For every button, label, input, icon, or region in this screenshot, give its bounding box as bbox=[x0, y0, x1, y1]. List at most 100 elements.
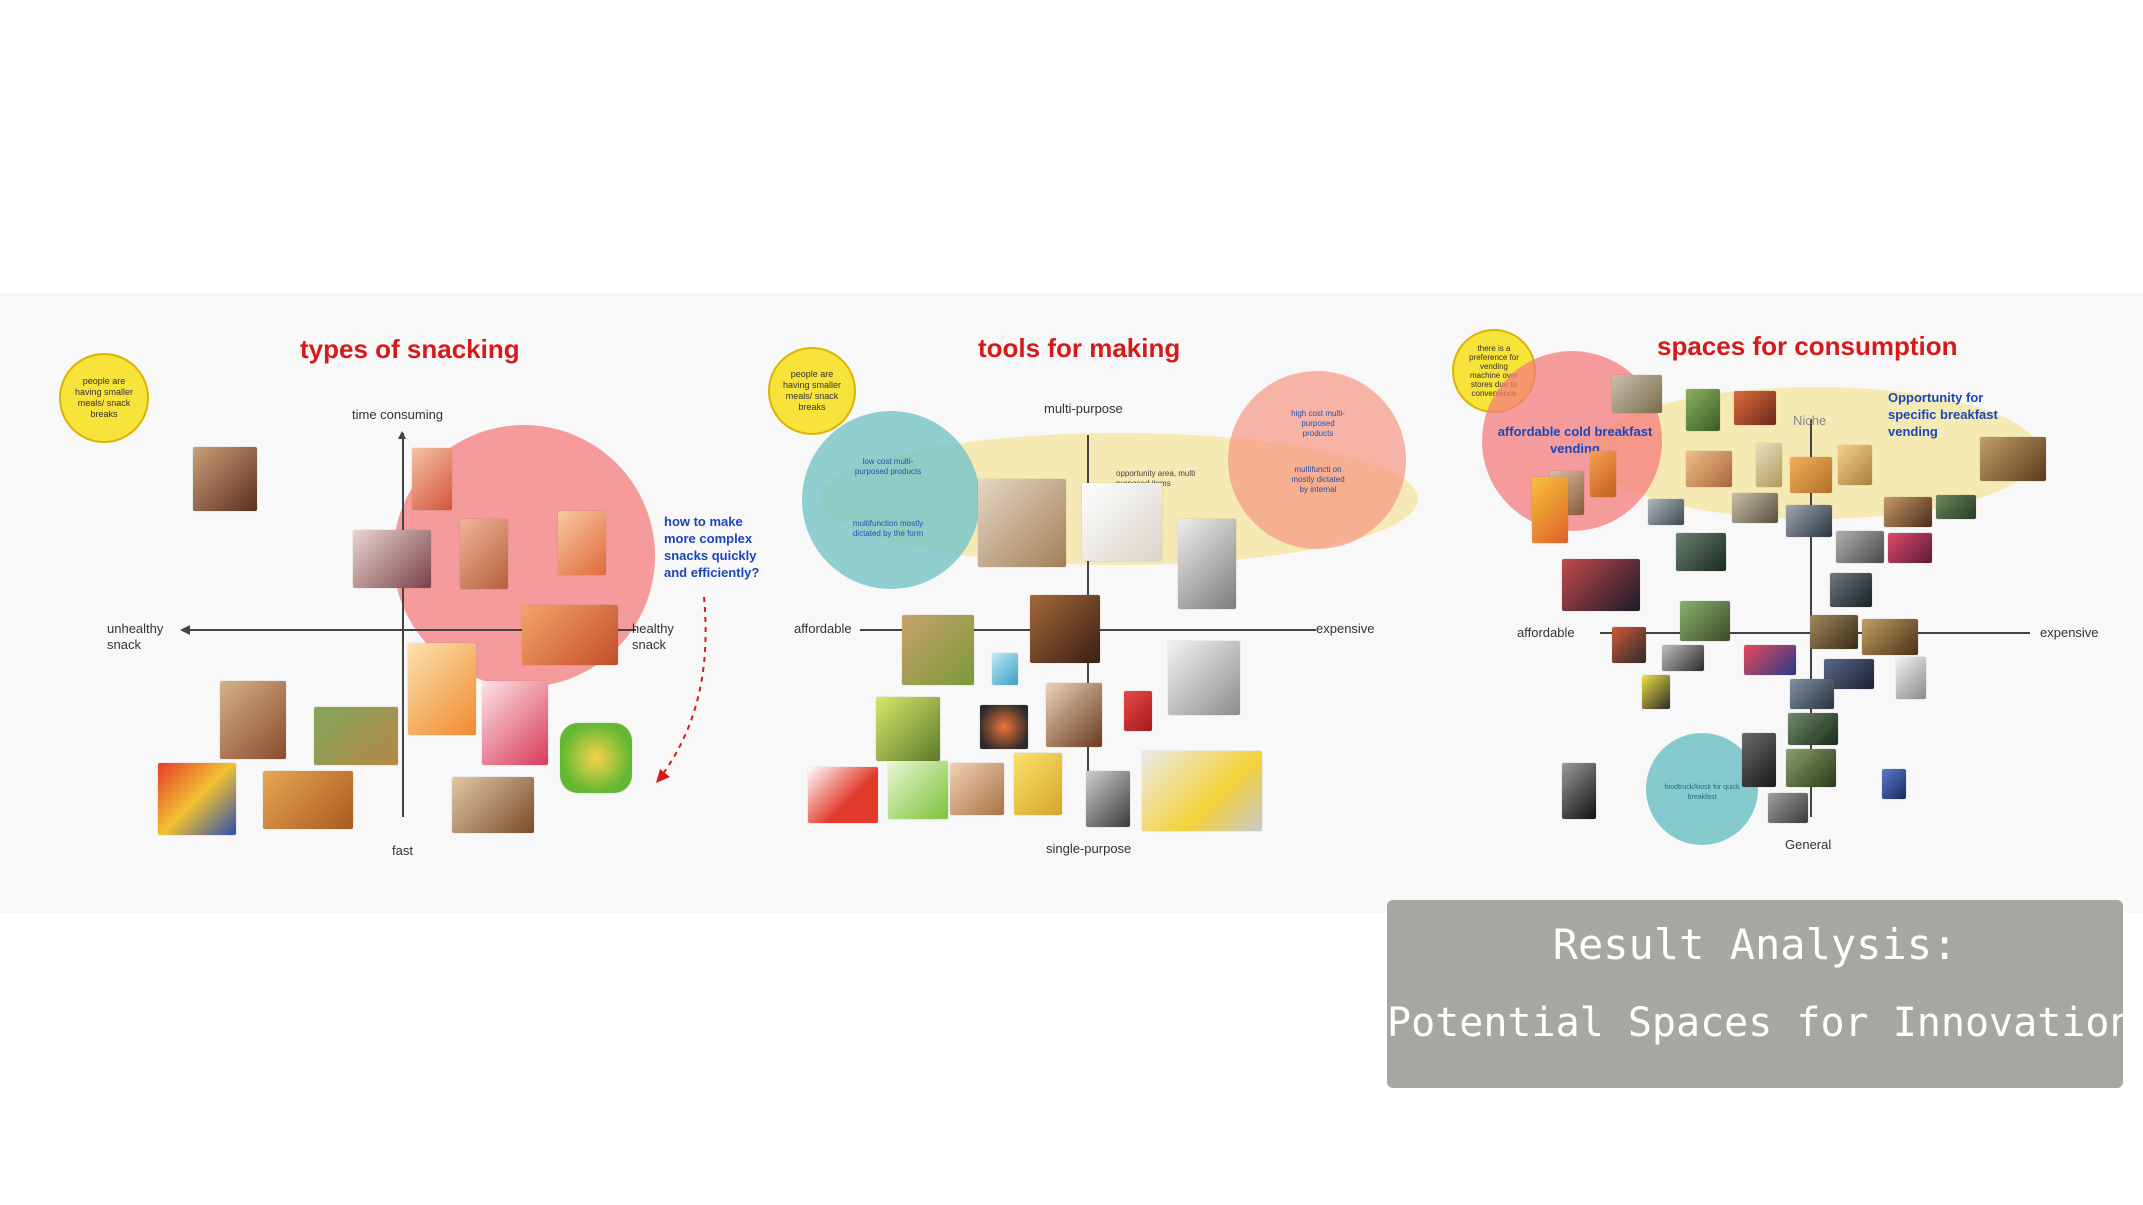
axis-label-left: affordable bbox=[794, 621, 852, 636]
axis-label-left: unhealthy snack bbox=[107, 621, 164, 652]
high-cost-multi-purpose-area bbox=[1228, 371, 1406, 549]
tool-photo bbox=[1086, 771, 1130, 827]
space-photo bbox=[1830, 573, 1872, 607]
tool-photo bbox=[1014, 753, 1062, 815]
space-photo bbox=[1980, 437, 2046, 481]
panel-tools-for-making: tools for making people are having small… bbox=[760, 293, 1440, 913]
panel-title: spaces for consumption bbox=[1657, 331, 1958, 361]
space-photo bbox=[1790, 457, 1832, 493]
space-photo bbox=[1786, 749, 1836, 787]
tool-photo bbox=[950, 763, 1004, 815]
space-photo bbox=[1882, 769, 1906, 799]
high-cost-detail: multifuncti on mostly dictated by intern… bbox=[1291, 465, 1345, 494]
snack-photo bbox=[314, 707, 398, 765]
tool-photo bbox=[876, 697, 940, 761]
result-subtitle: Potential Spaces for Innovation bbox=[1387, 1000, 2134, 1046]
opportunity-label: Opportunity for specific breakfast vendi… bbox=[1888, 390, 1998, 439]
snack-photo bbox=[558, 511, 606, 575]
snack-photo bbox=[452, 777, 534, 833]
space-photo bbox=[1768, 793, 1808, 823]
tool-photo bbox=[992, 653, 1018, 685]
space-photo bbox=[1786, 505, 1832, 537]
snack-photo bbox=[482, 681, 548, 765]
low-cost-detail: multifunction mostly dictated by the for… bbox=[852, 519, 924, 538]
panel-types-of-snacking: types of snacking people are having smal… bbox=[0, 293, 780, 913]
question-label: how to make more complex snacks quickly … bbox=[664, 514, 760, 580]
snack-photo bbox=[560, 723, 632, 793]
space-photo bbox=[1680, 601, 1730, 641]
tool-photo bbox=[1030, 595, 1100, 663]
vertical-axis bbox=[402, 433, 404, 817]
axis-label-right: expensive bbox=[1316, 621, 1375, 636]
space-photo bbox=[1734, 391, 1776, 425]
space-photo bbox=[1562, 763, 1596, 819]
high-cost-label: high cost multi-purposed products bbox=[1291, 409, 1345, 438]
panel-spaces-for-consumption: spaces for consumption there is a prefer… bbox=[1440, 293, 2140, 913]
tool-photo bbox=[808, 767, 878, 823]
axis-label-top: Niche bbox=[1793, 413, 1827, 428]
sticky-note: people are having smaller meals/ snack b… bbox=[768, 347, 856, 435]
space-photo bbox=[1790, 679, 1834, 709]
space-photo bbox=[1744, 645, 1796, 675]
axis-label-bottom: fast bbox=[392, 843, 413, 858]
space-photo bbox=[1888, 533, 1932, 563]
space-photo bbox=[1742, 733, 1776, 787]
panel-title: tools for making bbox=[978, 333, 1181, 363]
snack-photo bbox=[522, 605, 618, 665]
tool-photo bbox=[902, 615, 974, 685]
axis-label-bottom: General bbox=[1785, 837, 1832, 852]
axis-label-top: multi-purpose bbox=[1044, 401, 1123, 416]
space-photo bbox=[1612, 627, 1646, 663]
space-photo bbox=[1662, 645, 1704, 671]
space-photo bbox=[1562, 559, 1640, 611]
axis-arrows bbox=[180, 431, 406, 635]
snack-photo bbox=[460, 519, 508, 589]
space-photo bbox=[1884, 497, 1932, 527]
dashed-arrow bbox=[656, 596, 707, 783]
quick-breakfast-area bbox=[1646, 733, 1758, 845]
axis-label-top: time consuming bbox=[352, 407, 444, 422]
space-photo bbox=[1648, 499, 1684, 525]
space-photo bbox=[1936, 495, 1976, 519]
axis-label-left: affordable bbox=[1517, 625, 1575, 640]
tool-photo bbox=[1178, 519, 1236, 609]
space-photo bbox=[1836, 531, 1884, 563]
snack-photo bbox=[263, 771, 353, 829]
axis-label-right: healthy snack bbox=[632, 621, 674, 652]
affordable-breakfast-label: affordable cold breakfast vending bbox=[1497, 424, 1653, 456]
space-photo bbox=[1896, 657, 1926, 699]
axis-label-right: expensive bbox=[2040, 625, 2099, 640]
space-photo bbox=[1756, 443, 1782, 487]
space-photo bbox=[1590, 451, 1616, 497]
result-title: Result Analysis: bbox=[1552, 920, 1958, 969]
space-photo bbox=[1686, 451, 1732, 487]
tool-photo bbox=[1142, 751, 1262, 831]
snack-photo bbox=[158, 763, 236, 835]
low-cost-multi-purpose-area bbox=[802, 411, 980, 589]
space-photo bbox=[1532, 477, 1568, 543]
tool-photo bbox=[1168, 641, 1240, 715]
low-cost-label: low cost multi-purposed products bbox=[854, 457, 922, 476]
space-photo bbox=[1788, 713, 1838, 745]
space-photo bbox=[1612, 375, 1662, 413]
snack-photo bbox=[220, 681, 286, 759]
space-photo bbox=[1676, 533, 1726, 571]
tool-photo bbox=[978, 479, 1066, 567]
mapping-board: types of snacking people are having smal… bbox=[0, 293, 2143, 913]
result-analysis-box: Result Analysis: Potential Spaces for In… bbox=[1387, 900, 2134, 1088]
tool-photo bbox=[1124, 691, 1152, 731]
space-photo bbox=[1810, 615, 1858, 649]
space-photo bbox=[1838, 445, 1872, 485]
tool-photo bbox=[1082, 483, 1162, 561]
space-photo bbox=[1862, 619, 1918, 655]
snack-photo bbox=[193, 447, 257, 511]
snack-photo bbox=[353, 530, 431, 588]
sticky-note: people are having smaller meals/ snack b… bbox=[59, 353, 149, 443]
panel-title: types of snacking bbox=[300, 334, 520, 364]
space-photo bbox=[1686, 389, 1720, 431]
horizontal-axis bbox=[186, 629, 636, 631]
axis-label-bottom: single-purpose bbox=[1046, 841, 1132, 856]
tool-photo bbox=[980, 705, 1028, 749]
quick-breakfast-label: foodtruck/kiosk for quick breakfast bbox=[1664, 784, 1740, 801]
tool-photo bbox=[1046, 683, 1102, 747]
